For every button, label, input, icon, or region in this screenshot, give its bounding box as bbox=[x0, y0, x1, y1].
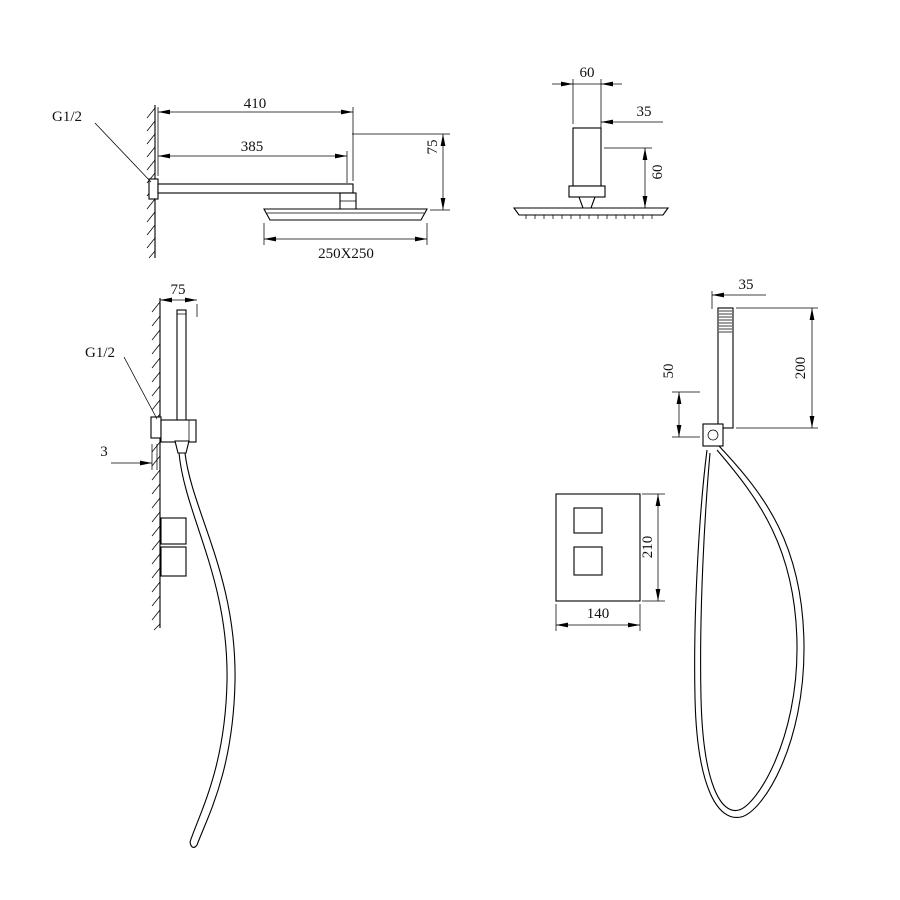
dim-label-200: 200 bbox=[793, 357, 809, 380]
swivel-connector bbox=[339, 192, 357, 211]
outlet-elbow bbox=[702, 423, 724, 447]
ceiling-bracket bbox=[572, 127, 602, 187]
mixer-knob-bottom bbox=[573, 546, 603, 576]
wand-holder bbox=[160, 419, 197, 443]
spray-face-lines bbox=[719, 310, 732, 333]
nozzle-ticks bbox=[525, 215, 653, 219]
dim-label-210: 210 bbox=[640, 536, 656, 559]
wall-plate bbox=[150, 416, 162, 439]
dim-label-60-drop: 60 bbox=[650, 165, 666, 180]
dim-label-410: 410 bbox=[244, 96, 267, 112]
hose-loop-inner bbox=[700, 449, 798, 812]
thread-leader-line bbox=[123, 356, 158, 420]
view-hand-shower-front: 35 200 50 bbox=[661, 277, 818, 819]
view-rain-shower-side: 410 385 75 250X250 G1/2 bbox=[52, 96, 450, 262]
mixer-block-bottom bbox=[160, 546, 187, 577]
view-hand-shower-side: 75 G1/2 3 bbox=[85, 282, 236, 848]
hose-loop-outer bbox=[694, 445, 805, 819]
dim-label-3: 3 bbox=[100, 444, 108, 460]
shower-head-side bbox=[263, 208, 428, 221]
dim-label-35-offset: 35 bbox=[637, 104, 652, 120]
thread-leader-line bbox=[94, 122, 152, 183]
hose-tip bbox=[189, 841, 198, 848]
bracket-neck bbox=[578, 196, 596, 209]
shower-arm bbox=[157, 183, 354, 194]
thread-label-g12: G1/2 bbox=[52, 109, 82, 125]
view-mixer-valve: 210 140 bbox=[555, 493, 665, 631]
mixer-block-top bbox=[160, 517, 187, 545]
wall-hatch bbox=[151, 301, 161, 631]
dim-label-50: 50 bbox=[661, 364, 677, 379]
wall-flange bbox=[148, 178, 159, 200]
hose-nut bbox=[174, 440, 190, 454]
dim-label-385: 385 bbox=[241, 139, 264, 155]
hose-outer-curve bbox=[184, 452, 236, 846]
dim-label-250x250: 250X250 bbox=[318, 246, 374, 262]
view-rain-shower-front: 60 35 60 bbox=[512, 65, 670, 219]
dim-label-35-offset: 35 bbox=[739, 277, 754, 293]
dim-label-140: 140 bbox=[587, 606, 610, 622]
hose-inner-curve bbox=[178, 452, 228, 843]
elbow-nut-circle bbox=[707, 429, 719, 441]
dim-label-75: 75 bbox=[425, 140, 441, 155]
thread-label-g12: G1/2 bbox=[85, 345, 115, 361]
mixer-knob-top bbox=[573, 507, 603, 534]
hand-shower-wand-front bbox=[717, 307, 734, 429]
bracket-flange bbox=[568, 185, 606, 198]
shower-head-front bbox=[512, 207, 670, 216]
dim-label-75-bracket: 75 bbox=[171, 282, 186, 298]
dim-label-60-width: 60 bbox=[580, 65, 595, 81]
